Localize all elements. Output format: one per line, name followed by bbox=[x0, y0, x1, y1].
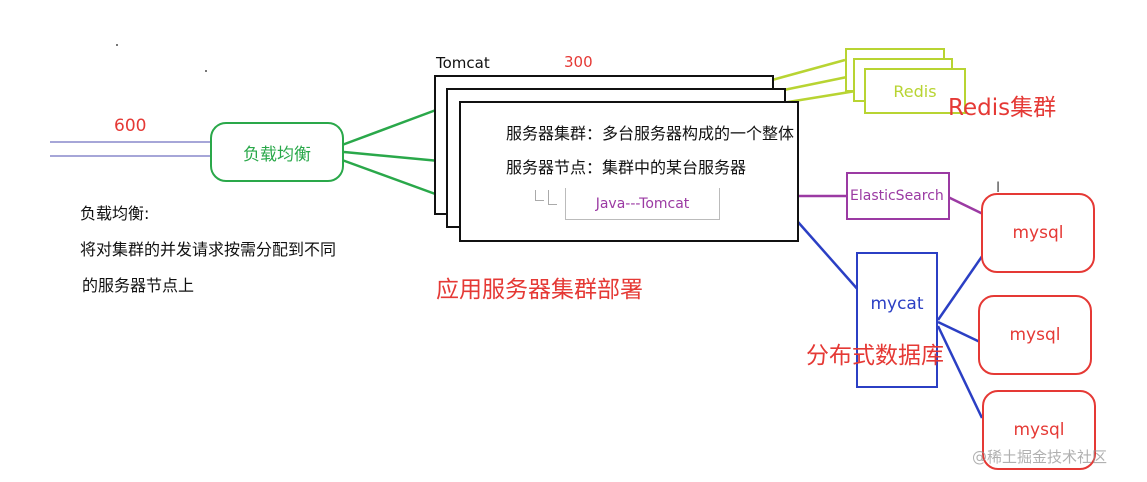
bracket-mark bbox=[535, 190, 544, 201]
redis-label: Redis bbox=[893, 81, 937, 101]
redis-link-2 bbox=[773, 74, 853, 94]
elasticsearch-label: ElasticSearch bbox=[850, 188, 944, 204]
redis-link-1 bbox=[771, 58, 846, 82]
java-tomcat-box: Java---Tomcat bbox=[565, 188, 720, 220]
cluster-caption: 应用服务器集群部署 bbox=[436, 277, 643, 303]
mycat-mysql-3 bbox=[936, 325, 984, 419]
mysql-label: mysql bbox=[1012, 223, 1064, 243]
redis-node-front: Redis bbox=[864, 68, 966, 114]
mycat-node: mycat bbox=[856, 252, 938, 388]
watermark: @稀土掘金技术社区 bbox=[972, 448, 1108, 466]
mycat-mysql-2 bbox=[937, 320, 981, 344]
bracket-mark bbox=[548, 190, 557, 205]
cluster-definition: 服务器集群：多台服务器构成的一个整体 bbox=[506, 124, 795, 143]
es-mysql-link bbox=[947, 195, 984, 216]
lb-link-2 bbox=[343, 150, 451, 164]
traffic-value: 600 bbox=[114, 116, 147, 136]
lb-link-1 bbox=[341, 108, 437, 147]
lb-desc-line2: 的服务器节点上 bbox=[82, 276, 195, 295]
speck bbox=[116, 44, 118, 46]
mysql-node: mysql bbox=[982, 390, 1096, 470]
load-balancer-label: 负载均衡 bbox=[243, 144, 311, 165]
tomcat-label: Tomcat bbox=[436, 54, 490, 72]
lb-desc-line1: 将对集群的并发请求按需分配到不同 bbox=[80, 240, 337, 259]
load-balancer-node: 负载均衡 bbox=[210, 122, 344, 182]
redis-caption: Redis集群 bbox=[948, 95, 1057, 121]
lb-title: 负载均衡: bbox=[80, 204, 150, 223]
mysql-node: mysql bbox=[978, 295, 1092, 375]
java-tomcat-label: Java---Tomcat bbox=[595, 195, 690, 212]
mycat-label: mycat bbox=[870, 294, 924, 314]
text-cursor-icon: I bbox=[996, 180, 1001, 196]
mycat-link bbox=[797, 221, 861, 293]
mysql-node: mysql bbox=[981, 193, 1095, 273]
elasticsearch-node: ElasticSearch bbox=[846, 172, 950, 220]
mysql-label: mysql bbox=[1009, 325, 1061, 345]
mysql-label: mysql bbox=[1013, 420, 1065, 440]
mycat-mysql-1 bbox=[936, 251, 987, 321]
database-caption: 分布式数据库 bbox=[806, 343, 944, 369]
node-definition: 服务器节点：集群中的某台服务器 bbox=[506, 158, 747, 177]
tomcat-value: 300 bbox=[564, 53, 593, 71]
speck bbox=[205, 70, 207, 72]
